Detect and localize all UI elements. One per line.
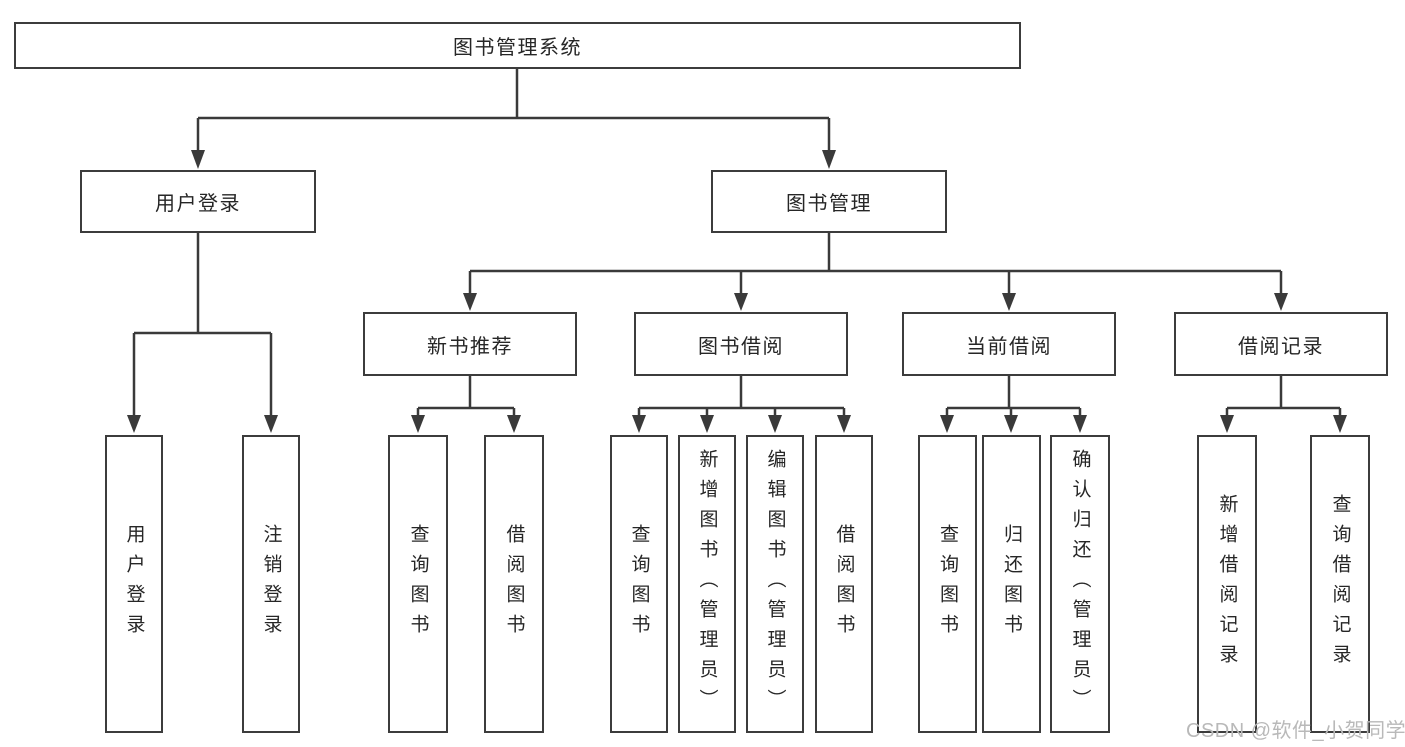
node-library-management-system: 图书管理系统 [14,22,1021,69]
node-current-borrowing: 当前借阅 [902,312,1116,376]
node-add-books-admin: 新增图书（管理员） [678,435,736,733]
arrowheads [127,150,1347,433]
node-recommend-query-books: 查询图书 [388,435,448,733]
watermark: CSDN @软件_小贺同学 [1186,720,1405,742]
node-borrowing-records: 借阅记录 [1174,312,1388,376]
node-return-books: 归还图书 [982,435,1041,733]
node-edit-books-admin: 编辑图书（管理员） [746,435,804,733]
node-confirm-return-admin: 确认归还（管理员） [1050,435,1110,733]
node-borrowing-borrow-books: 借阅图书 [815,435,873,733]
node-recommend-borrow-books: 借阅图书 [484,435,544,733]
node-add-borrow-record: 新增借阅记录 [1197,435,1257,733]
node-book-borrowing: 图书借阅 [634,312,848,376]
node-book-management: 图书管理 [711,170,947,233]
node-user-login: 用户登录 [80,170,316,233]
node-user-login-action: 用户登录 [105,435,163,733]
node-new-book-recommendation: 新书推荐 [363,312,577,376]
node-logout: 注销登录 [242,435,300,733]
node-current-query-books: 查询图书 [918,435,977,733]
node-borrowing-query-books: 查询图书 [610,435,668,733]
node-query-borrow-record: 查询借阅记录 [1310,435,1370,733]
